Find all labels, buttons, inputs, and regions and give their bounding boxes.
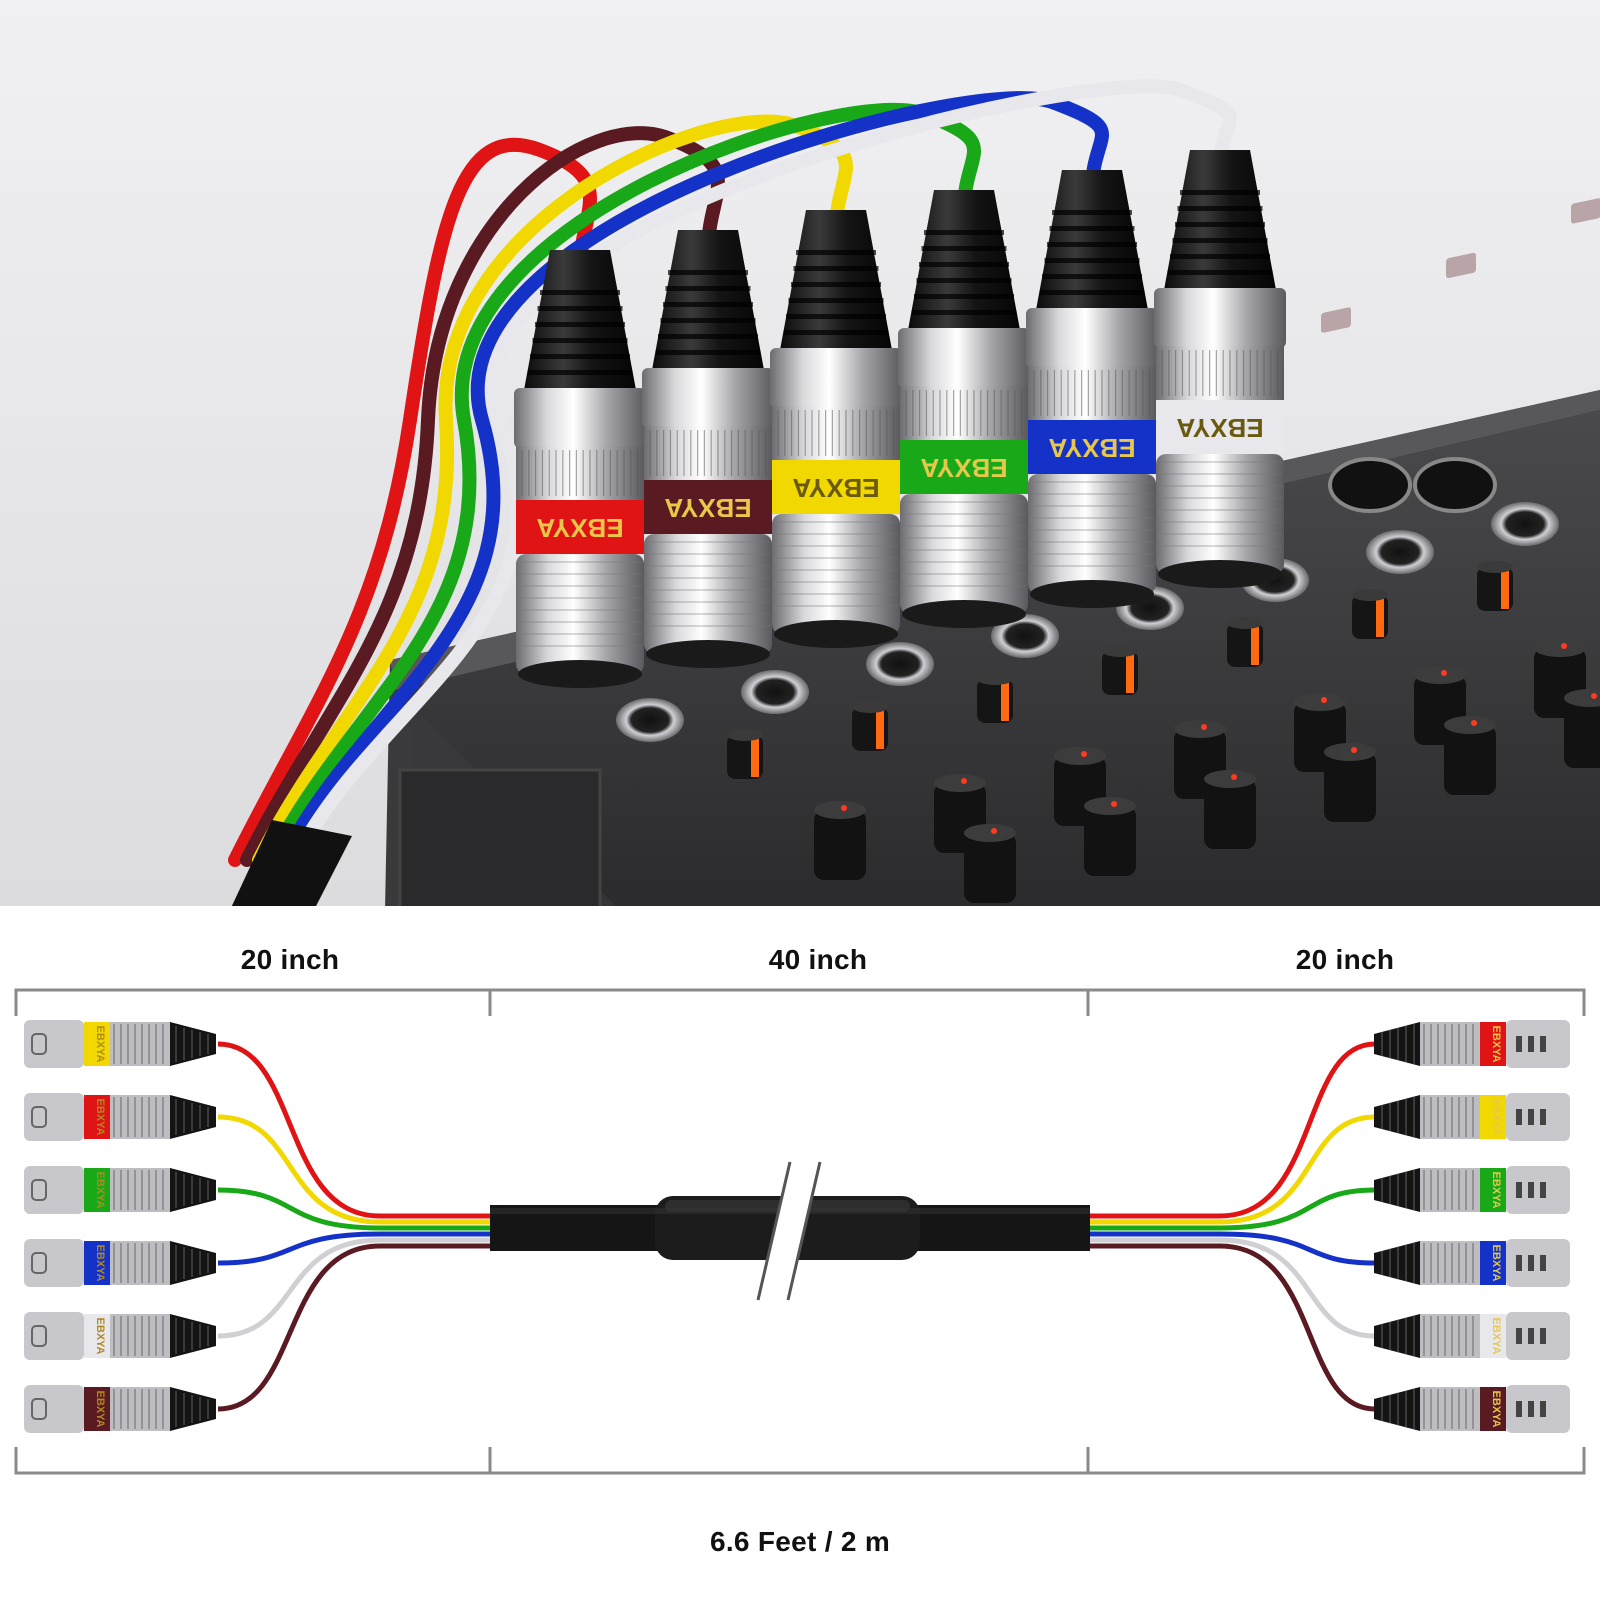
male-xlr-white: EBXYA [24,1312,216,1360]
mixer-knob [1352,589,1388,639]
photo-cable-white [288,79,1237,867]
right-wire-white [1090,1237,1376,1339]
mixer-knob [1477,561,1513,611]
right-wire-yellow [1090,1114,1376,1225]
connector-brand-label: EBXYA [94,1245,106,1282]
xlr-socket [1413,457,1497,513]
female-xlr-blue: EBXYA [1374,1239,1570,1287]
mixer-knob [1564,689,1600,768]
connector-brand-label: EBXYA [1490,1099,1502,1136]
left-wire-blue [217,1231,490,1266]
male-xlr-red: EBXYA [24,1093,216,1141]
xlr-socket [1328,457,1412,513]
mixer-knob [1102,645,1138,695]
plug-brand-label: EBXYA [536,513,623,543]
connector-brand-label: EBXYA [1490,1245,1502,1282]
mixer-knob [1204,770,1256,849]
photo-xlr-plug-blue: EBXYA [1026,170,1158,608]
mixer-jack [1491,198,1600,546]
plug-brand-label: EBXYA [920,453,1007,483]
cable-jacket [230,820,352,910]
photo-cables [228,79,1237,910]
right-wire-green [1090,1187,1376,1231]
photo-xlr-plug-white: EBXYA [1154,150,1286,588]
connector-brand-label: EBXYA [94,1099,106,1136]
plug-brand-label: EBXYA [792,473,879,503]
mixer-jack [1366,252,1476,574]
female-xlr-red: EBXYA [1374,1020,1570,1068]
photo-cable-brown [240,126,725,867]
male-xlr-yellow: EBXYA [24,1020,216,1068]
left-wire-brown [217,1243,490,1412]
plug-brand-label: EBXYA [664,493,751,523]
left-wire-red [217,1041,490,1219]
connector-brand-label: EBXYA [94,1026,106,1063]
cable-dimension-diagram: 20 inch 40 inch 20 inch 6.6 Feet / 2 m E… [0,910,1600,1600]
connector-brand-label: EBXYA [94,1172,106,1209]
plug-brand-label: EBXYA [1048,433,1135,463]
connector-brand-label: EBXYA [1490,1391,1502,1428]
right-wire-brown [1090,1243,1376,1412]
center-trunk-length: 40 inch [768,944,868,975]
female-xlr-green: EBXYA [1374,1166,1570,1214]
mixer-knob [727,729,763,779]
connector-brand-label: EBXYA [94,1318,106,1355]
connector-brand-label: EBXYA [1490,1172,1502,1209]
connector-brand-label: EBXYA [1490,1318,1502,1355]
female-xlr-white: EBXYA [1374,1312,1570,1360]
total-length: 6.6 Feet / 2 m [709,1526,891,1557]
length-break-mark [756,1161,822,1301]
male-xlr-blue: EBXYA [24,1239,216,1287]
female-xlr-brown: EBXYA [1374,1385,1570,1433]
male-xlr-brown: EBXYA [24,1385,216,1433]
mixer-knob [852,701,888,751]
photo-cable-blue [276,91,1109,867]
right-wire-red [1090,1041,1376,1219]
left-breakout-length: 20 inch [240,944,340,975]
top-dimension-bracket [14,988,1586,1016]
mixer-knob [977,673,1013,723]
mixer-knob [1444,716,1496,795]
plug-brand-label: EBXYA [1176,413,1263,443]
connector-brand-label: EBXYA [1490,1026,1502,1063]
bottom-dimension-bracket [14,1447,1586,1475]
male-xlr-green: EBXYA [24,1166,216,1214]
left-wire-yellow [217,1114,490,1225]
right-wire-blue [1090,1231,1376,1266]
photo-cable-green [264,103,981,867]
photo-xlr-plug-yellow: EBXYA [770,210,902,648]
mixer-knob [964,824,1016,903]
photo-xlr-plug-brown: EBXYA [642,230,774,668]
product-photo: EBXYA EBXYA EBXYA EBXYA EBXYA EBXYA [0,0,1600,910]
left-wire-white [217,1237,490,1339]
mixer-knob [814,801,866,880]
right-breakout-length: 20 inch [1295,944,1395,975]
photo-xlr-plug-green: EBXYA [898,190,1030,628]
mixer-knob [1324,743,1376,822]
connector-brand-label: EBXYA [94,1391,106,1428]
left-wire-green [217,1187,490,1231]
mixer-knob [1227,617,1263,667]
mixer-knob [1084,797,1136,876]
female-xlr-yellow: EBXYA [1374,1093,1570,1141]
photo-xlr-plug-red: EBXYA [514,250,646,688]
